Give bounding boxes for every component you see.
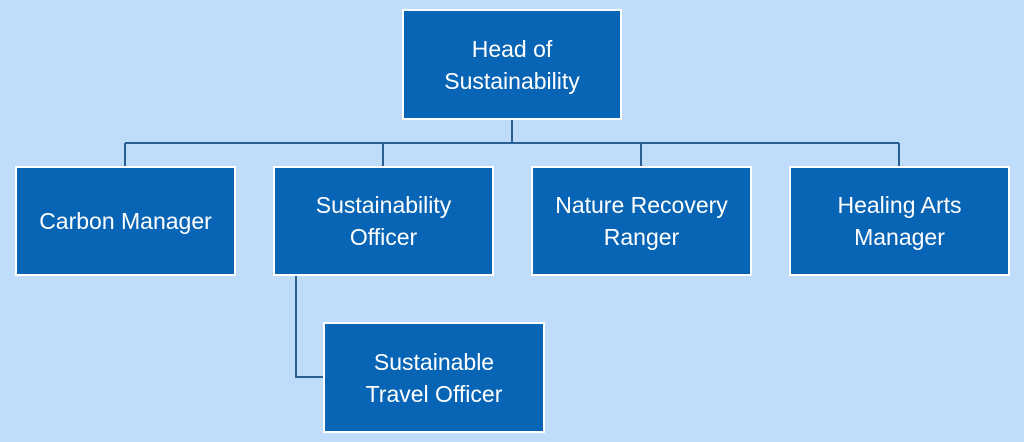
node-label-line-2: Ranger [603, 224, 680, 250]
node-label-line-1: Head of [471, 35, 553, 62]
node-label-line-1: Nature Recovery [555, 192, 728, 218]
node-healing-arts-manager: Healing Arts Manager [789, 166, 1010, 276]
node-label-line-1: Sustainability [315, 192, 452, 218]
node-label: Sustainability Officer [316, 189, 452, 253]
node-label-line-2: Travel Officer [365, 380, 503, 407]
node-sustainable-travel-officer: Sustainable Travel Officer [323, 322, 545, 433]
node-sustainability-officer: Sustainability Officer [273, 166, 494, 276]
node-label-line-1: Carbon Manager [39, 208, 212, 234]
node-label: Healing Arts Manager [837, 189, 961, 253]
node-label-line-2: Officer [349, 224, 418, 250]
node-label-line-2: Sustainability [444, 67, 580, 94]
node-nature-recovery-ranger: Nature Recovery Ranger [531, 166, 752, 276]
node-label: Nature Recovery Ranger [555, 189, 728, 253]
node-head-of-sustainability: Head of Sustainability [402, 9, 622, 120]
node-label-line-2: Manager [854, 224, 945, 250]
node-label-line-1: Sustainable [373, 348, 495, 375]
node-carbon-manager: Carbon Manager [15, 166, 236, 276]
node-label: Carbon Manager [39, 205, 212, 237]
node-label: Head of Sustainability [444, 33, 580, 97]
node-label-line-1: Healing Arts [837, 192, 962, 218]
node-label: Sustainable Travel Officer [366, 346, 503, 410]
